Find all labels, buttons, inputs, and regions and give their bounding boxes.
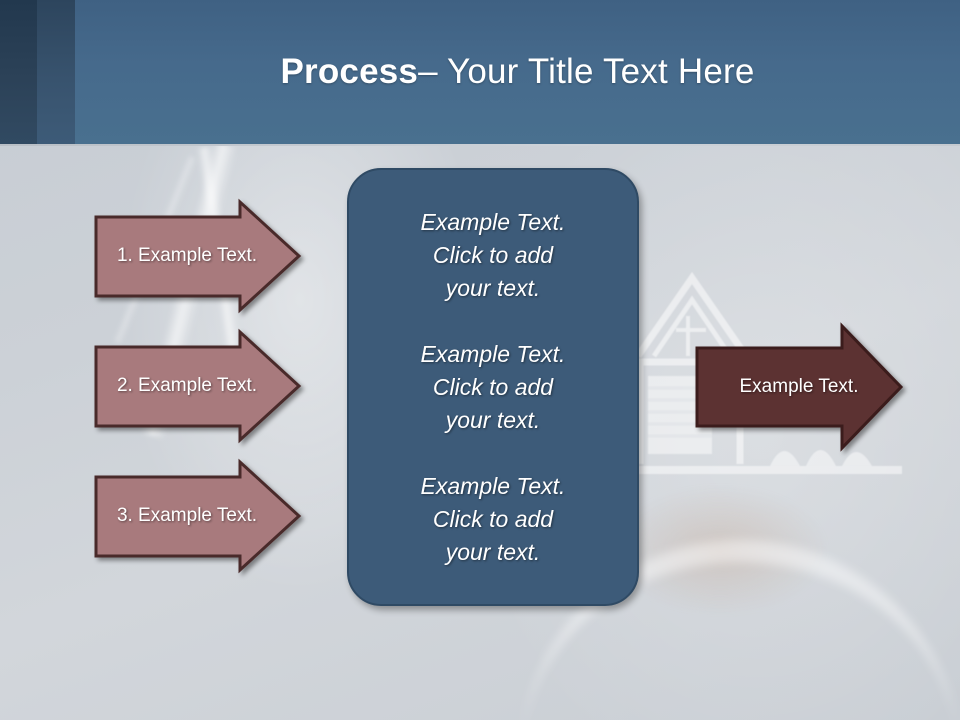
center-text-block-1: Example Text. Click to add your text.: [420, 208, 566, 301]
center-text-block-2: Example Text. Click to add your text.: [420, 340, 566, 433]
process-arrow-1[interactable]: 1. Example Text.: [94, 198, 302, 314]
process-arrow-2-label: 2. Example Text.: [116, 375, 258, 396]
page-title-bold: Process: [280, 52, 419, 91]
center-text-panel[interactable]: Example Text. Click to add your text. Ex…: [347, 168, 639, 606]
process-arrow-1-label: 1. Example Text.: [116, 245, 258, 266]
process-arrow-2[interactable]: 2. Example Text.: [94, 328, 302, 444]
process-arrow-3[interactable]: 3. Example Text.: [94, 458, 302, 574]
slide-header: [0, 0, 960, 144]
center-text-block-3: Example Text. Click to add your text.: [420, 472, 566, 565]
header-band-mid: [37, 0, 75, 144]
header-underline: [0, 144, 960, 146]
page-title: Process – Your Title Text Here: [75, 0, 960, 144]
result-arrow[interactable]: Example Text.: [695, 322, 904, 452]
page-title-rest: – Your Title Text Here: [418, 52, 755, 91]
result-arrow-label: Example Text.: [739, 376, 859, 397]
header-band-dark: [0, 0, 37, 144]
process-arrow-3-label: 3. Example Text.: [116, 505, 258, 526]
